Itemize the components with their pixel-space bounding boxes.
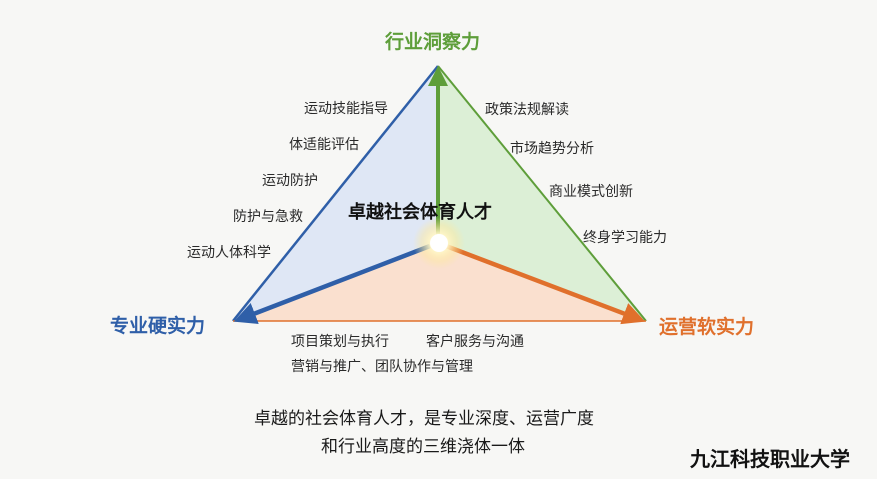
- institution-name: 九江科技职业大学: [690, 447, 850, 471]
- left-axis-arrow: [233, 243, 431, 325]
- bottom-item: 项目策划与执行: [291, 334, 389, 350]
- summary-line-1: 卓越的社会体育人才，是专业深度、运营广度: [254, 409, 594, 429]
- left-item: 运动技能指导: [304, 101, 388, 117]
- center-dot: [430, 234, 448, 252]
- right-axis-arrow: [445, 243, 646, 325]
- left-item: 体适能评估: [289, 137, 359, 153]
- bottom-item: 客户服务与沟通: [426, 334, 524, 350]
- bottom-region: [233, 243, 646, 321]
- center-title: 卓越社会体育人才: [348, 202, 492, 223]
- right-item: 政策法规解读: [485, 102, 569, 118]
- right-edge: [437, 65, 647, 322]
- left-item: 运动防护: [262, 173, 318, 189]
- left-edge: [232, 65, 439, 322]
- summary-line-2: 和行业高度的三维浇体一体: [321, 437, 525, 457]
- left-item: 运动人体科学: [187, 245, 271, 261]
- bottom-item: 营销与推广、团队协作与管理: [291, 359, 473, 375]
- right-item: 市场趋势分析: [510, 141, 594, 157]
- top-axis-title: 行业洞察力: [385, 31, 481, 53]
- left-axis-title: 专业硬实力: [110, 315, 206, 337]
- left-item: 防护与急救: [233, 209, 303, 225]
- right-item: 终身学习能力: [583, 230, 667, 246]
- right-item: 商业模式创新: [549, 184, 633, 200]
- right-axis-title: 运营软实力: [659, 316, 755, 338]
